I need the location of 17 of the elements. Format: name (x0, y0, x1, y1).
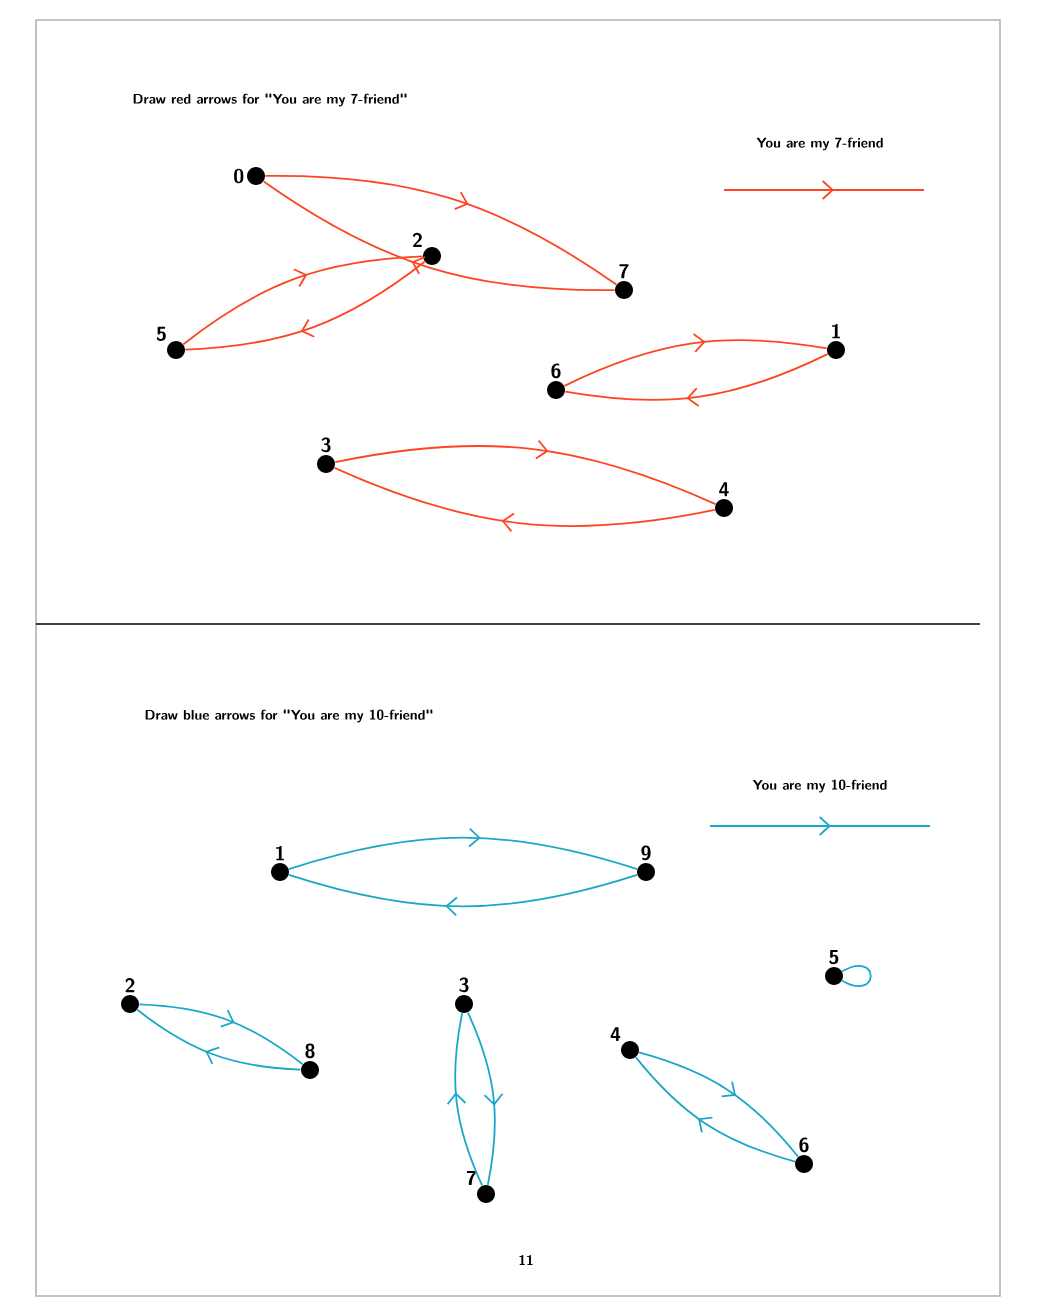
node-label: 7 (619, 264, 629, 279)
node-label: 0 (234, 168, 244, 184)
node-label: 8 (305, 1043, 315, 1059)
node-label: 4 (610, 1027, 621, 1041)
node-label: 7 (466, 1170, 477, 1185)
node-label: 3 (321, 437, 331, 453)
node-label: 1 (832, 323, 840, 339)
node-label: 5 (829, 949, 839, 965)
node-label: 4 (719, 482, 729, 497)
node-label: 3 (459, 977, 469, 993)
node-label: 2 (125, 977, 135, 993)
node-label: 1 (276, 845, 284, 861)
node-label: 6 (799, 1137, 809, 1153)
node-label: 2 (412, 232, 422, 247)
node-label: 6 (551, 363, 561, 379)
node-label: 9 (641, 845, 651, 861)
node-label: 5 (156, 326, 166, 341)
